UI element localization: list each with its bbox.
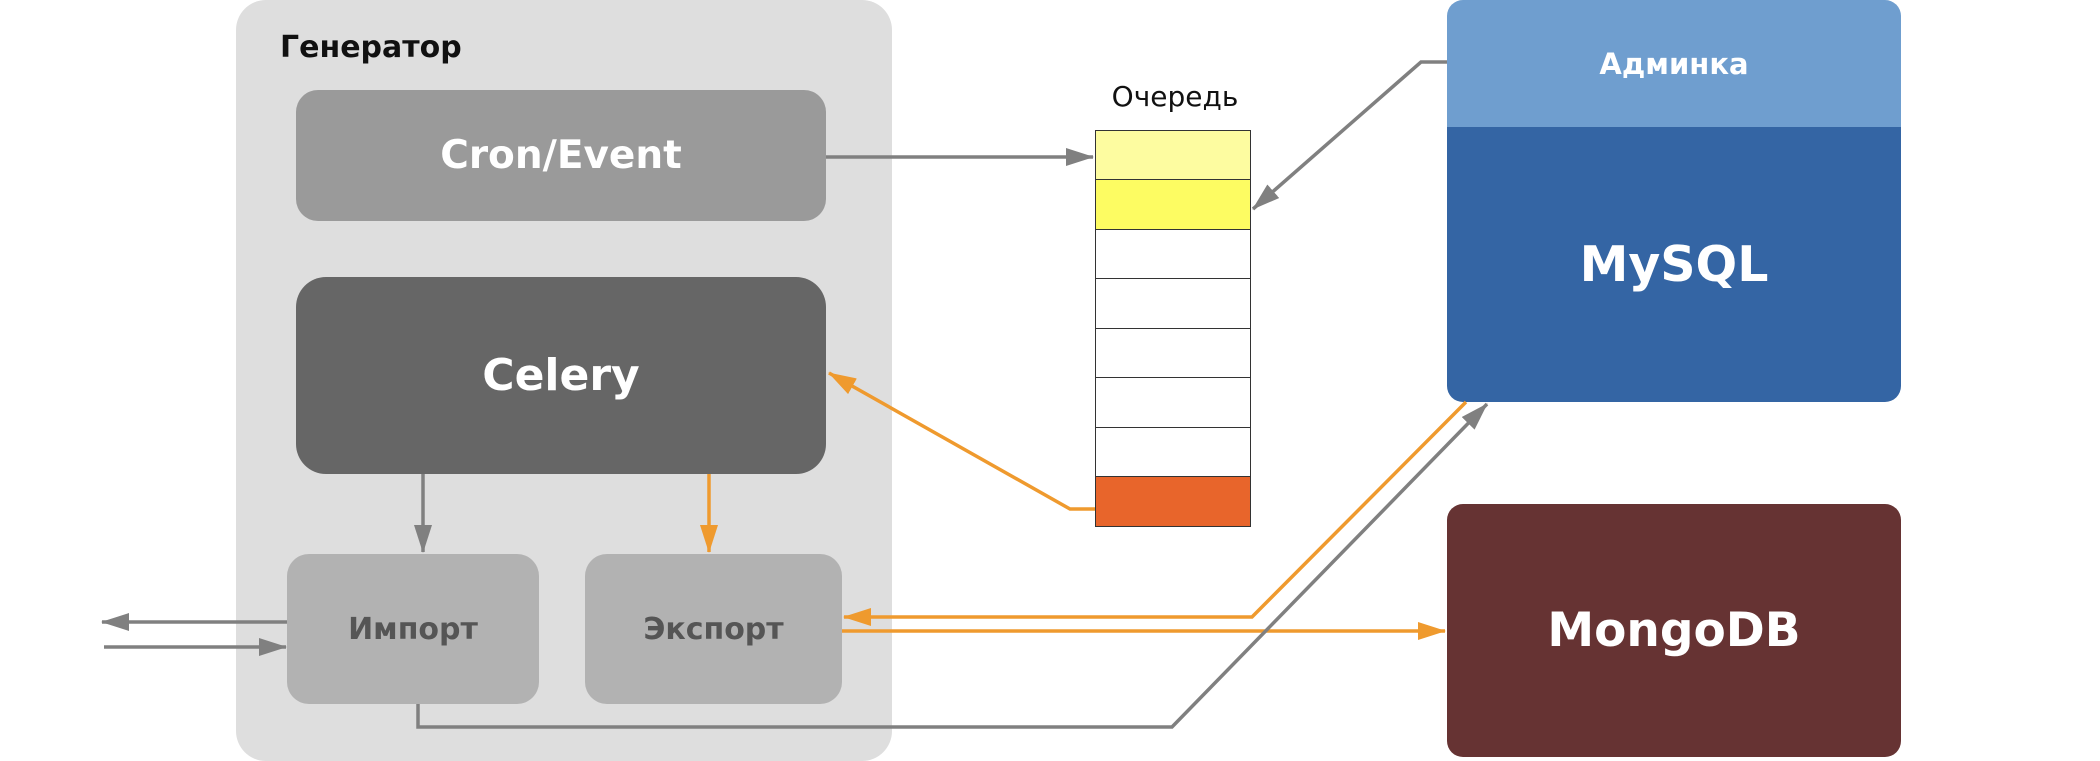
- queue-cell-7: [1095, 426, 1251, 478]
- queue-stack: [1095, 129, 1251, 527]
- queue-cell-6: [1095, 377, 1251, 428]
- cron-event-box[interactable]: Cron/Event: [296, 90, 826, 221]
- adminka-box[interactable]: Админка: [1447, 0, 1901, 127]
- celery-box[interactable]: Celery: [296, 277, 826, 474]
- arrow-import-to-mysql: [416, 402, 1489, 729]
- queue-cell-8: [1095, 476, 1251, 527]
- generator-title: Генератор: [280, 30, 462, 65]
- arrow-adminka-to-queue: [1251, 60, 1447, 211]
- export-box[interactable]: Экспорт: [585, 554, 842, 704]
- queue-cell-2: [1095, 179, 1251, 230]
- arrow-mysql-to-export: [843, 400, 1468, 626]
- mongodb-box[interactable]: MongoDB: [1447, 504, 1901, 757]
- queue-cell-4: [1095, 278, 1251, 329]
- arrow-queue-to-celery: [828, 371, 1095, 511]
- mysql-box[interactable]: MySQL: [1447, 127, 1901, 402]
- queue-cell-5: [1095, 327, 1251, 379]
- queue-cell-3: [1095, 228, 1251, 280]
- queue-label: Очередь: [1111, 80, 1239, 113]
- import-box[interactable]: Импорт: [287, 554, 539, 704]
